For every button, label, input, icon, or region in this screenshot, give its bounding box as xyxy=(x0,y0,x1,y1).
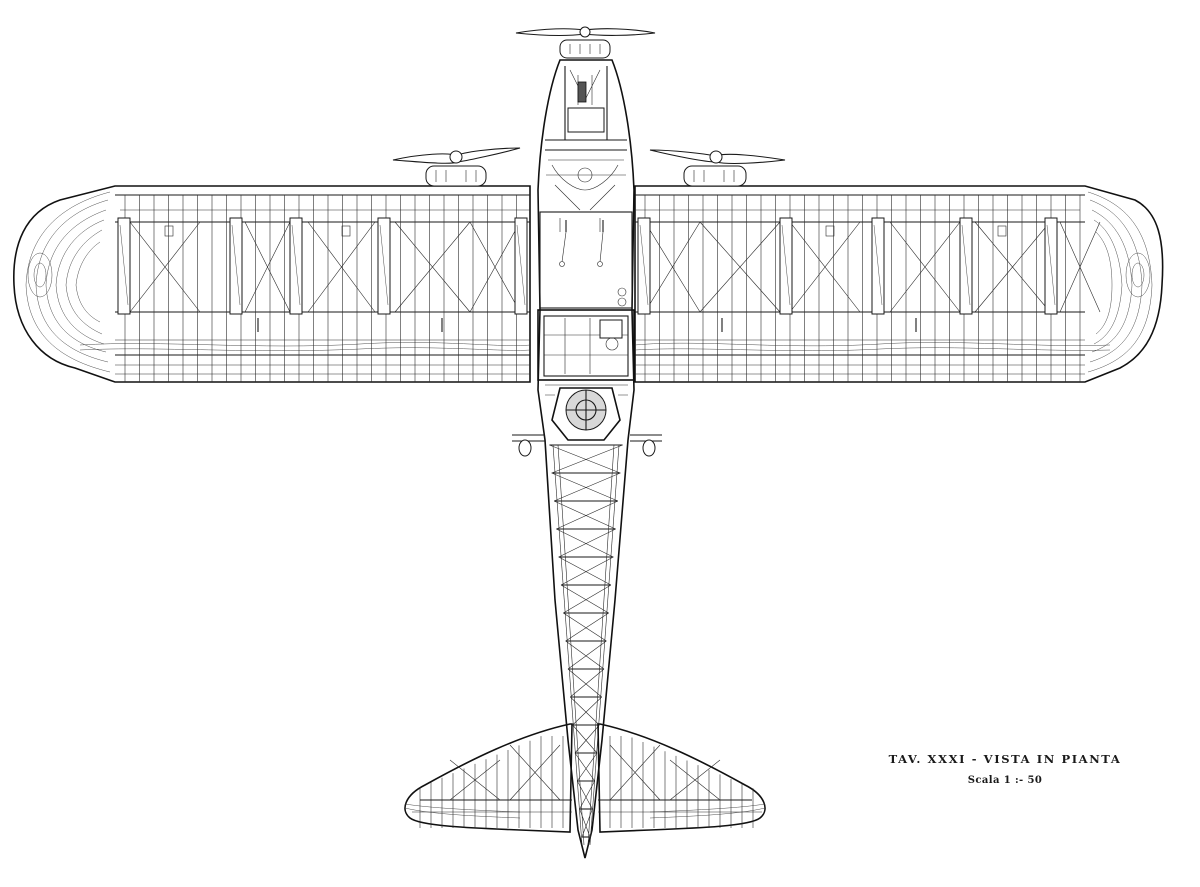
fuselage-truss xyxy=(549,444,623,846)
scale-note: Scala 1 :- 50 xyxy=(967,775,1043,786)
right-wing-ribs xyxy=(644,195,1081,382)
tailplane xyxy=(404,723,766,833)
left-wing xyxy=(13,185,531,383)
tail-ribs xyxy=(419,736,754,828)
left-wing-ribs xyxy=(124,195,517,382)
right-wing xyxy=(634,185,1164,383)
left-wing-cross-bracing xyxy=(129,221,521,313)
plate-title: TAV. XXXI - VISTA IN PIANTA xyxy=(888,752,1122,766)
tail-cross-bracing xyxy=(449,744,721,801)
fuselage xyxy=(512,26,662,859)
right-wingtip-grain xyxy=(1087,191,1153,373)
left-wingtip-grain xyxy=(25,191,111,373)
plate-caption: TAV. XXXI - VISTA IN PIANTA Scala 1 :- 5… xyxy=(860,752,1150,786)
left-engine-propeller xyxy=(392,147,521,187)
right-engine-propeller xyxy=(649,149,786,187)
right-wing-cross-bracing xyxy=(644,221,1101,313)
